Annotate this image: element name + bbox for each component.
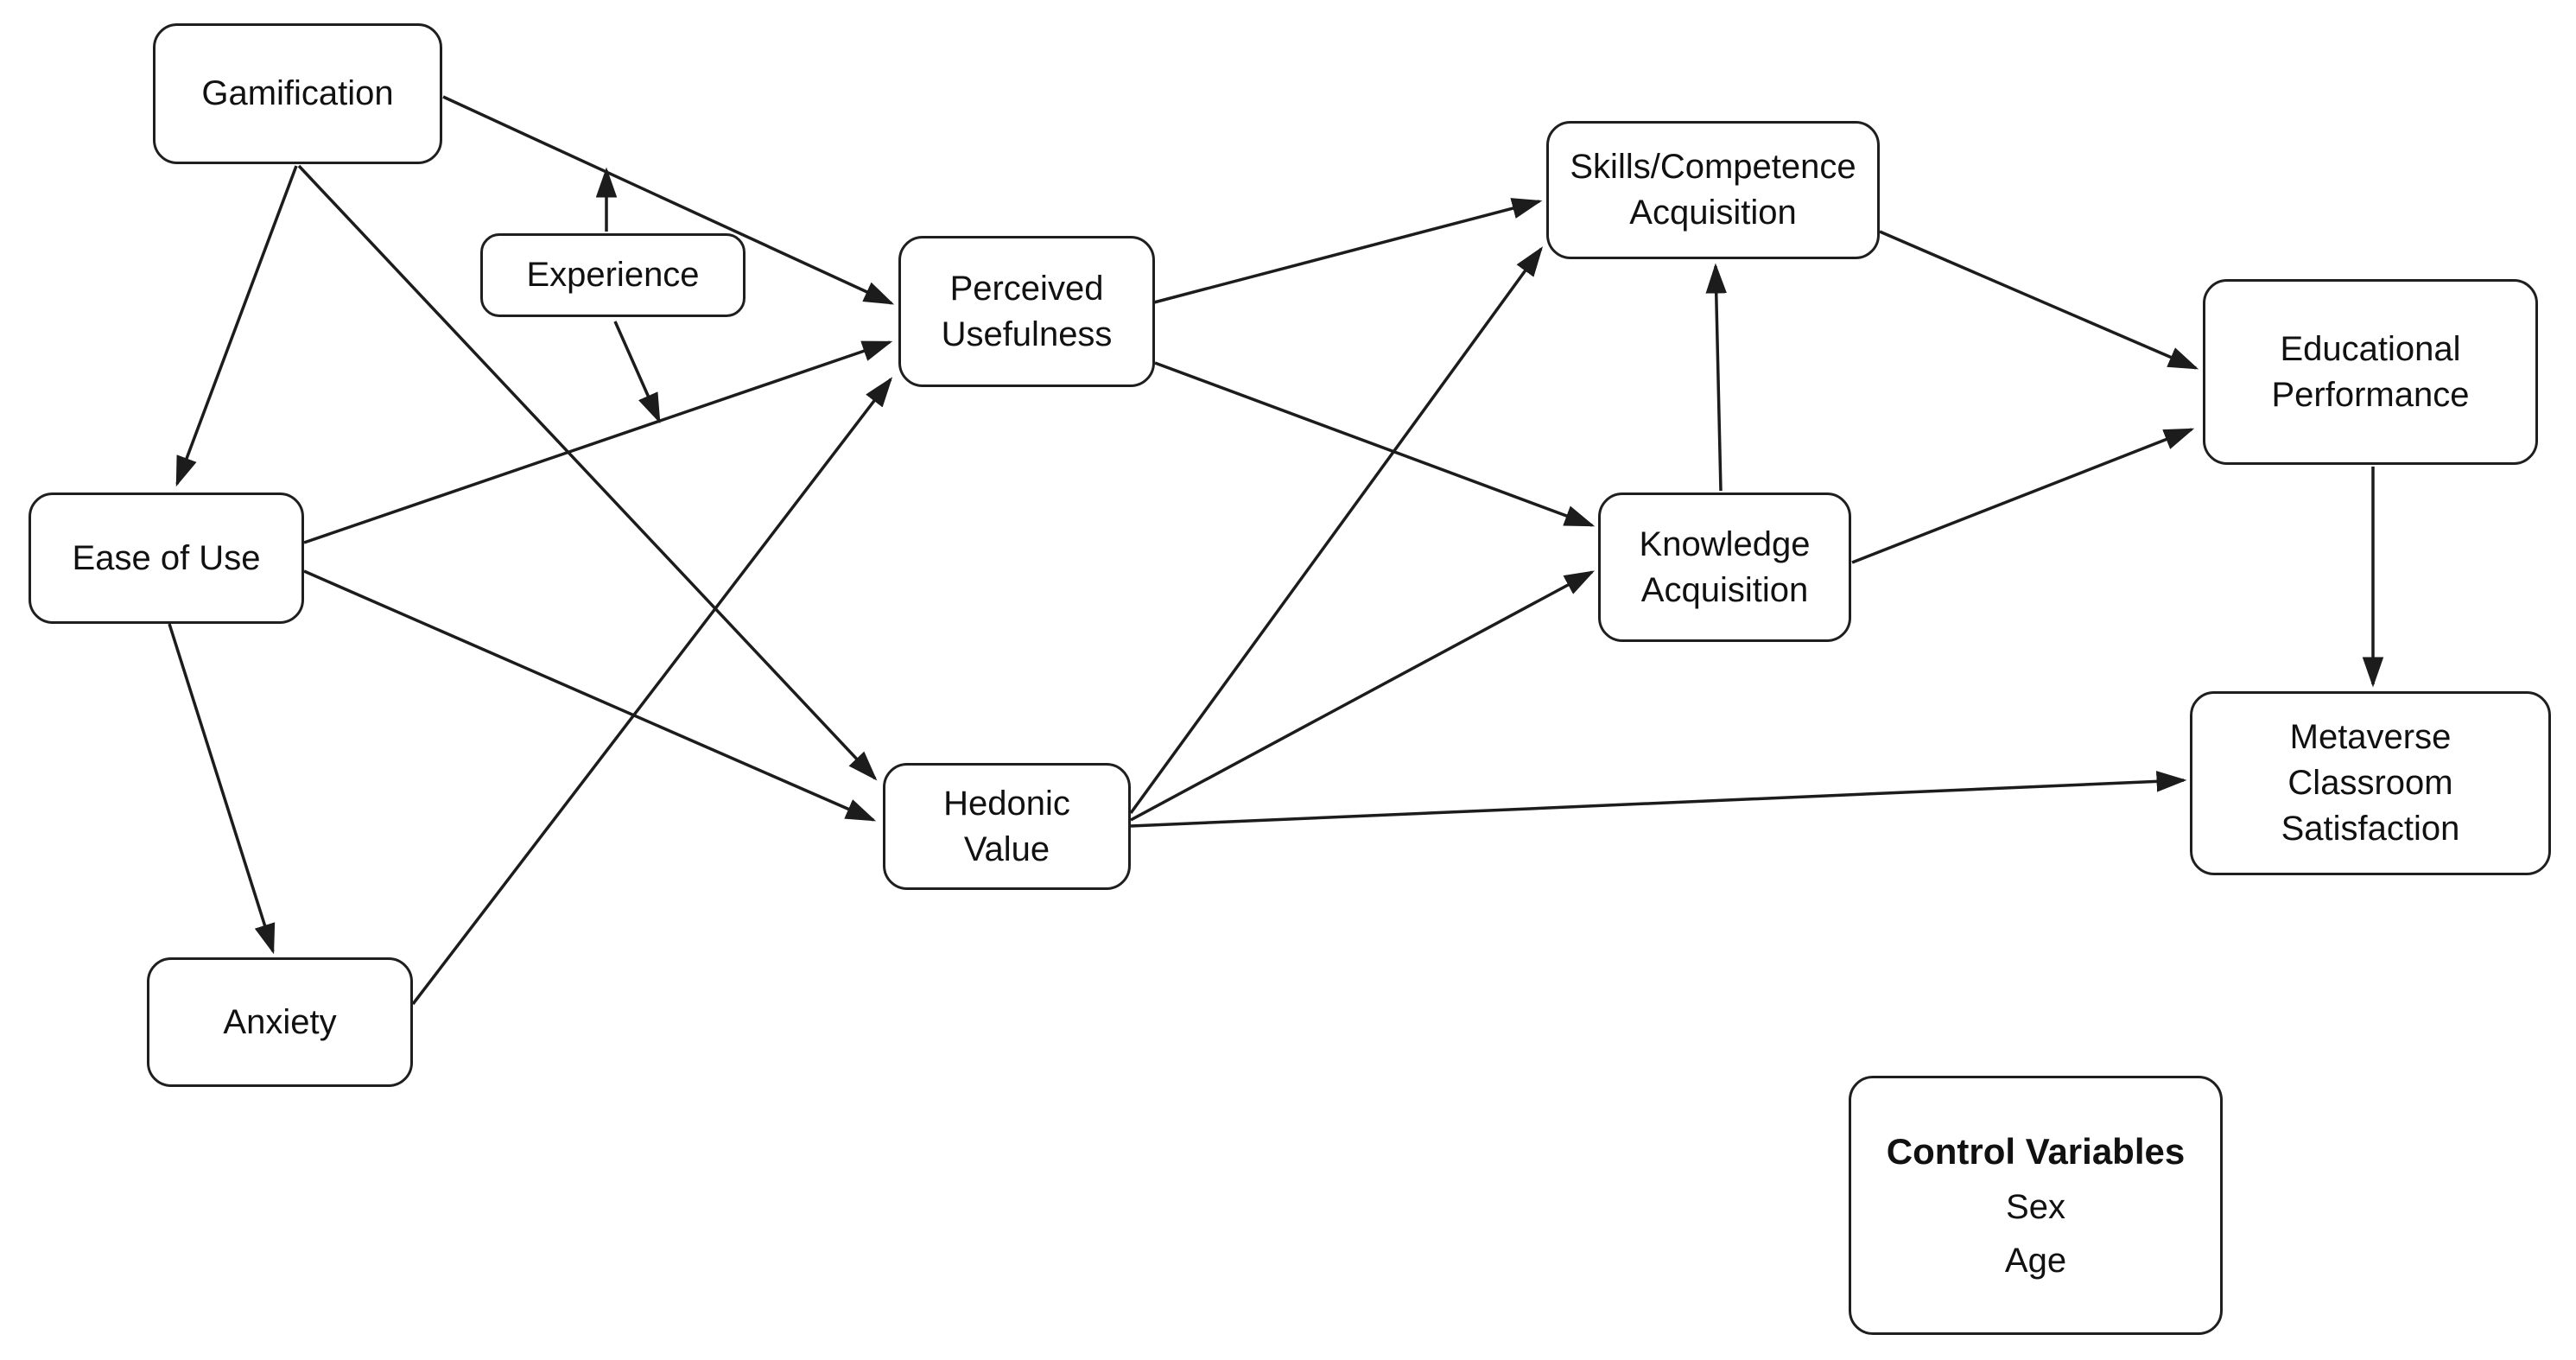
edge-ease-of-use-to-anxiety (168, 623, 276, 955)
node-knowledge-acquisition-label-line2: Acquisition (1640, 570, 1809, 609)
node-gamification-label: Gamification (201, 74, 394, 113)
node-metaverse-classroom-satisfaction: Metaverse Classroom Satisfaction (2190, 691, 2551, 875)
edge-hedonic-value-to-skills-competence (1129, 246, 1544, 815)
node-perceived-usefulness-label-line2: Usefulness (941, 315, 1113, 353)
edge-experience-to-path-ease-of-use--perceived-usefulness (613, 321, 661, 424)
control-variable-sex: Sex (2006, 1187, 2065, 1226)
node-hedonic-value-label-line2: Value (963, 829, 1050, 868)
node-skills-competence: Skills/Competence Acquisition (1546, 121, 1880, 259)
edge-perceived-usefulness-to-knowledge-acquisition (1154, 361, 1596, 527)
node-control-variables: Control Variables Sex Age (1849, 1076, 2223, 1335)
node-ease-of-use-label: Ease of Use (72, 538, 261, 577)
node-skills-competence-label-line2: Acquisition (1629, 194, 1797, 232)
control-variable-age: Age (2004, 1241, 2067, 1280)
node-experience-label: Experience (526, 256, 700, 295)
edge-hedonic-value-to-knowledge-acquisition (1130, 570, 1596, 822)
control-variables-title: Control Variables (1886, 1131, 2186, 1173)
node-perceived-usefulness: Perceived Usefulness (898, 236, 1155, 387)
edge-gamification-to-ease-of-use (175, 165, 298, 487)
node-educational-performance: Educational Performance (2203, 279, 2538, 465)
node-metaverse-satisfaction-label-line3: Satisfaction (2281, 809, 2460, 848)
edge-perceived-usefulness-to-skills-competence (1153, 198, 1543, 304)
edge-anxiety-to-perceived-usefulness (411, 377, 893, 1006)
node-educational-performance-label-line2: Performance (2271, 375, 2470, 414)
node-hedonic-value-label-line1: Hedonic (943, 784, 1070, 823)
node-knowledge-acquisition: Knowledge Acquisition (1598, 493, 1851, 642)
node-metaverse-satisfaction-label-line2: Classroom (2287, 764, 2453, 803)
edge-ease-of-use-to-perceived-usefulness (303, 340, 893, 544)
edge-knowledge-acquisition-to-skills-competence (1705, 263, 1727, 492)
node-gamification: Gamification (153, 23, 442, 164)
node-hedonic-value: Hedonic Value (883, 763, 1131, 890)
edge-hedonic-value-to-metaverse-satisfaction (1130, 771, 2187, 828)
edge-skills-competence-to-educational-performance (1879, 230, 2199, 370)
node-metaverse-satisfaction-label-line1: Metaverse (2289, 718, 2452, 757)
node-anxiety: Anxiety (147, 957, 413, 1087)
node-ease-of-use: Ease of Use (29, 493, 304, 624)
node-anxiety-label: Anxiety (223, 1002, 337, 1041)
edge-ease-of-use-to-hedonic-value (303, 569, 877, 822)
node-skills-competence-label-line1: Skills/Competence (1570, 148, 1856, 187)
edge-knowledge-acquisition-to-educational-performance (1851, 428, 2195, 564)
node-experience: Experience (480, 233, 746, 317)
edge-gamification-to-hedonic-value (297, 164, 878, 781)
node-educational-performance-label-line1: Educational (2280, 329, 2461, 368)
node-perceived-usefulness-label-line1: Perceived (949, 269, 1104, 308)
edge-gamification-to-perceived-usefulness (442, 95, 895, 305)
node-knowledge-acquisition-label-line1: Knowledge (1639, 524, 1811, 563)
